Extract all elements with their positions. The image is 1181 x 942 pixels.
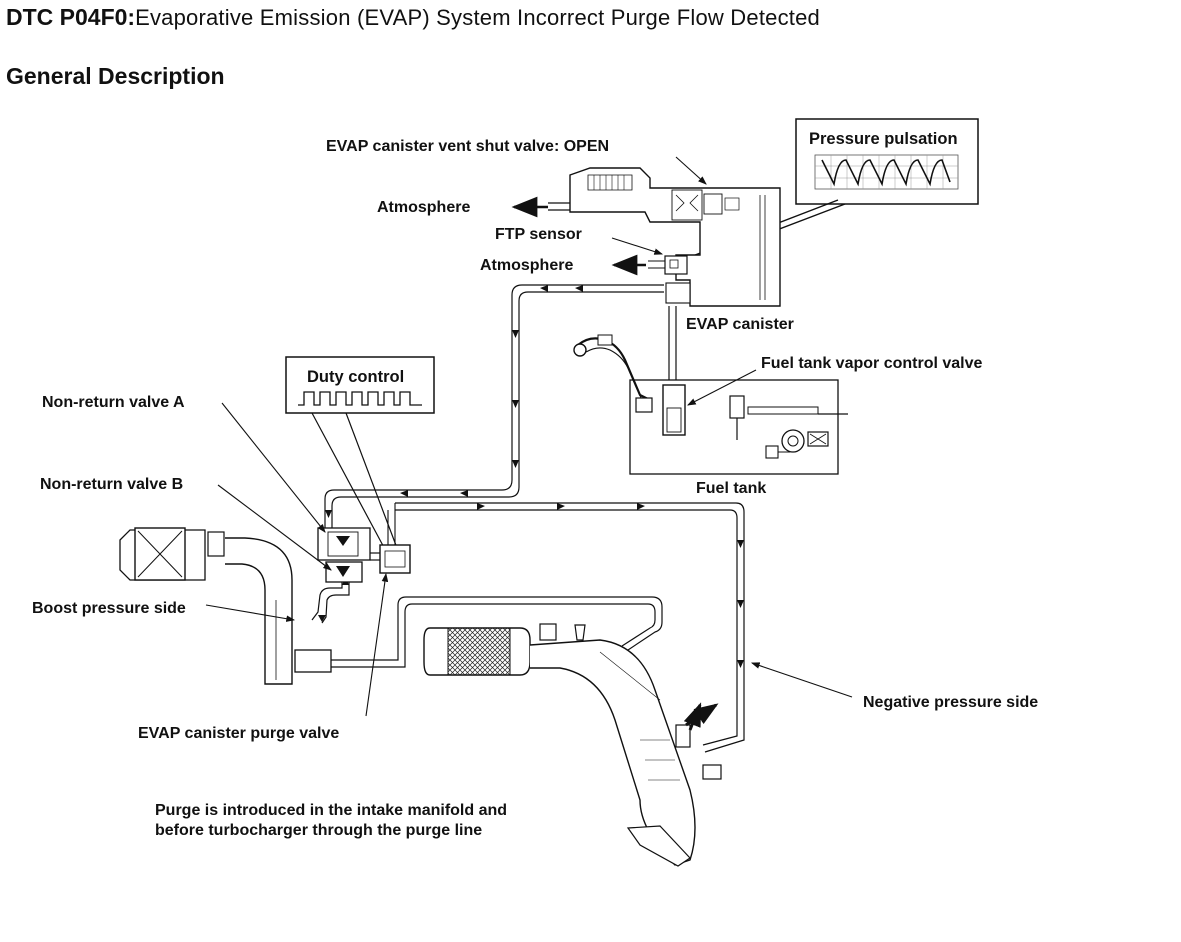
flow-arrows [318,285,744,668]
purge-note-line-2: before turbocharger through the purge li… [155,822,482,839]
boost-pressure-side-label: Boost pressure side [32,600,186,617]
dtc-description: Evaporative Emission (EVAP) System Incor… [135,5,820,30]
pressure-pulsation-box: Pressure pulsation [689,118,979,263]
vent-shut-valve-label: EVAP canister vent shut valve: OPEN [326,138,609,155]
dtc-code: DTC P04F0: [6,4,136,30]
purge-note-line-1: Purge is introduced in the intake manifo… [155,802,507,819]
fuel-tank-box [573,334,848,475]
dtc-title: DTC P04F0:Evaporative Emission (EVAP) Sy… [6,4,820,31]
purge-valve-assembly [317,503,411,583]
non-return-valve-a-label: Non-return valve A [42,394,185,411]
section-heading: General Description [6,63,225,89]
purge-outflow-arrow-b [683,702,702,731]
evap-canister-purge-valve-label: EVAP canister purge valve [138,725,339,742]
evap-canister-purge-valve [379,544,411,574]
evap-canister-label: EVAP canister [686,316,794,333]
ftp-sensor-label: FTP sensor [495,226,582,243]
pressure-pulsation-label: Pressure pulsation [809,130,958,148]
leader-lines [205,156,853,717]
fuel-tank-label: Fuel tank [696,480,766,497]
evap-canister-assembly [548,167,781,388]
fuel-tank-vapor-control-valve-label: Fuel tank vapor control valve [761,355,983,372]
duty-control-box: Duty control [285,356,435,556]
purge-lines [311,284,745,753]
negative-pressure-side-label: Negative pressure side [863,694,1038,711]
ftp-sensor [664,255,688,275]
turbo-intake-assembly [423,623,722,867]
pulsation-waveform [821,159,951,187]
atmosphere-label-mid: Atmosphere [480,257,573,274]
non-return-valve-b-label: Non-return valve B [40,476,183,493]
atmosphere-label-top: Atmosphere [377,199,470,216]
air-intake-left [119,527,332,685]
purge-outflow-arrow-a [685,703,719,727]
duty-pulse-waveform [298,391,422,406]
duty-control-label: Duty control [307,368,404,386]
